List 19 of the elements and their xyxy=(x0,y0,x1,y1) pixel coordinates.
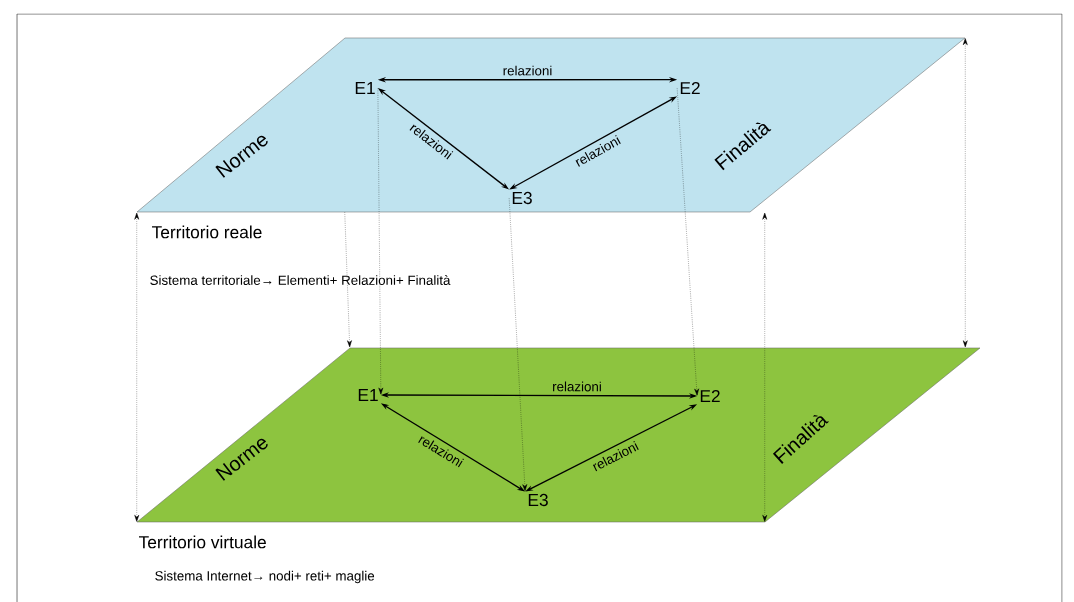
plane-caption: Territorio reale xyxy=(150,224,264,240)
system-description: Sistema Internet→ nodi+ reti+ maglie xyxy=(153,569,377,585)
element-label: E3 xyxy=(528,493,548,507)
connector-line xyxy=(344,212,352,348)
plane-caption: Territorio virtuale xyxy=(137,534,269,550)
connector-line xyxy=(676,87,700,396)
edge-label: relazioni xyxy=(550,380,604,393)
connector-line xyxy=(134,212,140,522)
system-description: Sistema territoriale→ Elementi+ Relazioni+ Finalità xyxy=(148,273,452,287)
element-label: E1 xyxy=(355,82,375,94)
connector-line xyxy=(762,212,768,522)
connector-line xyxy=(377,87,384,395)
edge-label: relazioni xyxy=(501,64,554,77)
element-label: E2 xyxy=(700,389,720,403)
element-label: E1 xyxy=(358,389,378,401)
connector-line xyxy=(508,197,528,491)
connector-line xyxy=(962,38,968,348)
element-label: E3 xyxy=(512,191,532,205)
element-label: E2 xyxy=(680,81,700,95)
